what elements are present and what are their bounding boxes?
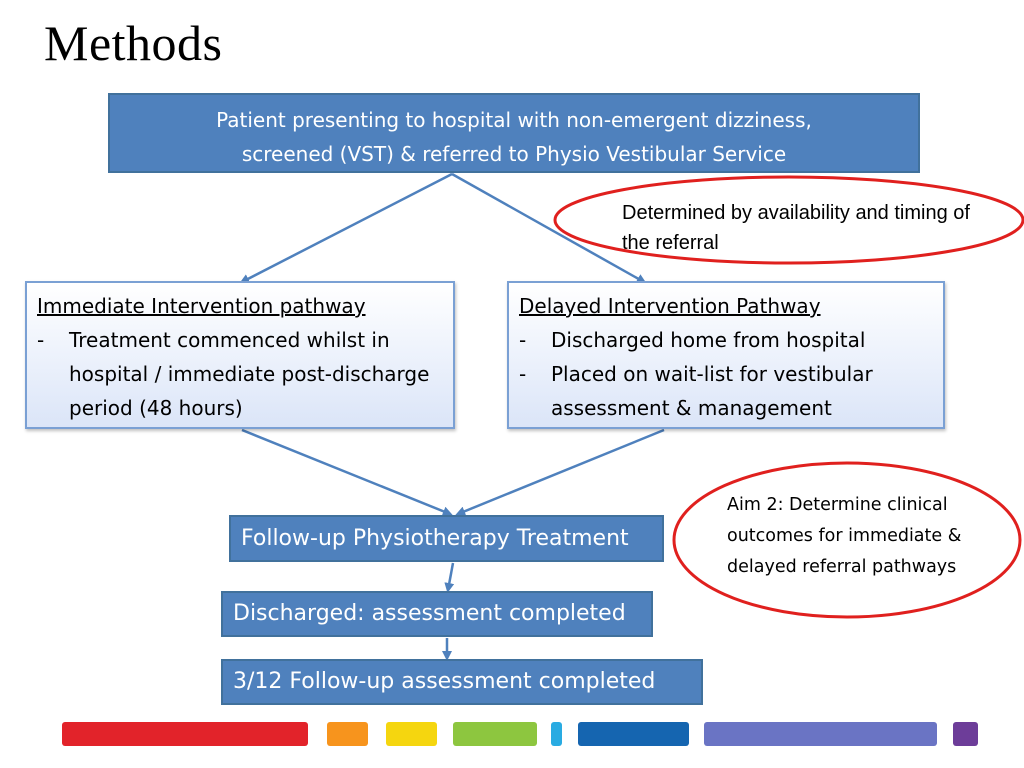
three-month-followup-box: 3/12 Follow-up assessment completed	[221, 659, 703, 705]
delayed-pathway-box: Delayed Intervention Pathway - Discharge…	[507, 281, 945, 429]
delayed-pathway-heading: Delayed Intervention Pathway	[519, 294, 821, 318]
footer-bar-periwinkle	[704, 722, 937, 746]
footer-bar-blue	[578, 722, 689, 746]
immediate-pathway-box: Immediate Intervention pathway - Treatme…	[25, 281, 455, 429]
footer-bar-purple	[953, 722, 978, 746]
delayed-bullet: - Discharged home from hospital	[519, 323, 933, 357]
availability-ring	[553, 175, 1024, 265]
bullet-text: Placed on wait-list for vestibular asses…	[551, 362, 873, 420]
referral-line-1: Patient presenting to hospital with non-…	[216, 108, 812, 132]
arrow-delayed-to-followup	[455, 428, 665, 516]
discharged-box: Discharged: assessment completed	[221, 591, 653, 637]
bullet-dash: -	[37, 328, 45, 352]
bullet-text: Treatment commenced whilst in hospital /…	[69, 328, 430, 420]
delayed-bullet: - Placed on wait-list for vestibular ass…	[519, 357, 933, 425]
footer-bar-orange	[327, 722, 368, 746]
page-title: Methods	[44, 15, 223, 71]
bullet-dash: -	[519, 362, 527, 386]
followup-treatment-box: Follow-up Physiotherapy Treatment	[229, 515, 664, 562]
arrow-immediate-to-followup	[241, 428, 453, 517]
arrow-top-to-delayed	[451, 172, 647, 284]
arrow-followup-to-discharged	[444, 562, 455, 593]
referral-line-2: screened (VST) & referred to Physio Vest…	[241, 142, 787, 166]
referral-box: Patient presenting to hospital with non-…	[108, 93, 920, 173]
footer-bar-red	[62, 722, 308, 746]
footer-bar-cyan	[551, 722, 562, 746]
aim2-note: Aim 2: Determine clinical outcomes for i…	[727, 495, 962, 577]
arrow-top-to-immediate	[239, 172, 453, 284]
immediate-bullet: - Treatment commenced whilst in hospital…	[37, 323, 443, 425]
immediate-pathway-heading: Immediate Intervention pathway	[37, 294, 366, 318]
footer-bar-yellow	[386, 722, 437, 746]
bullet-dash: -	[519, 328, 527, 352]
bullet-text: Discharged home from hospital	[551, 328, 866, 352]
aim2-ring	[672, 461, 1022, 619]
footer-bar-green	[453, 722, 537, 746]
availability-note: Determined by availability and timing of…	[622, 202, 970, 254]
